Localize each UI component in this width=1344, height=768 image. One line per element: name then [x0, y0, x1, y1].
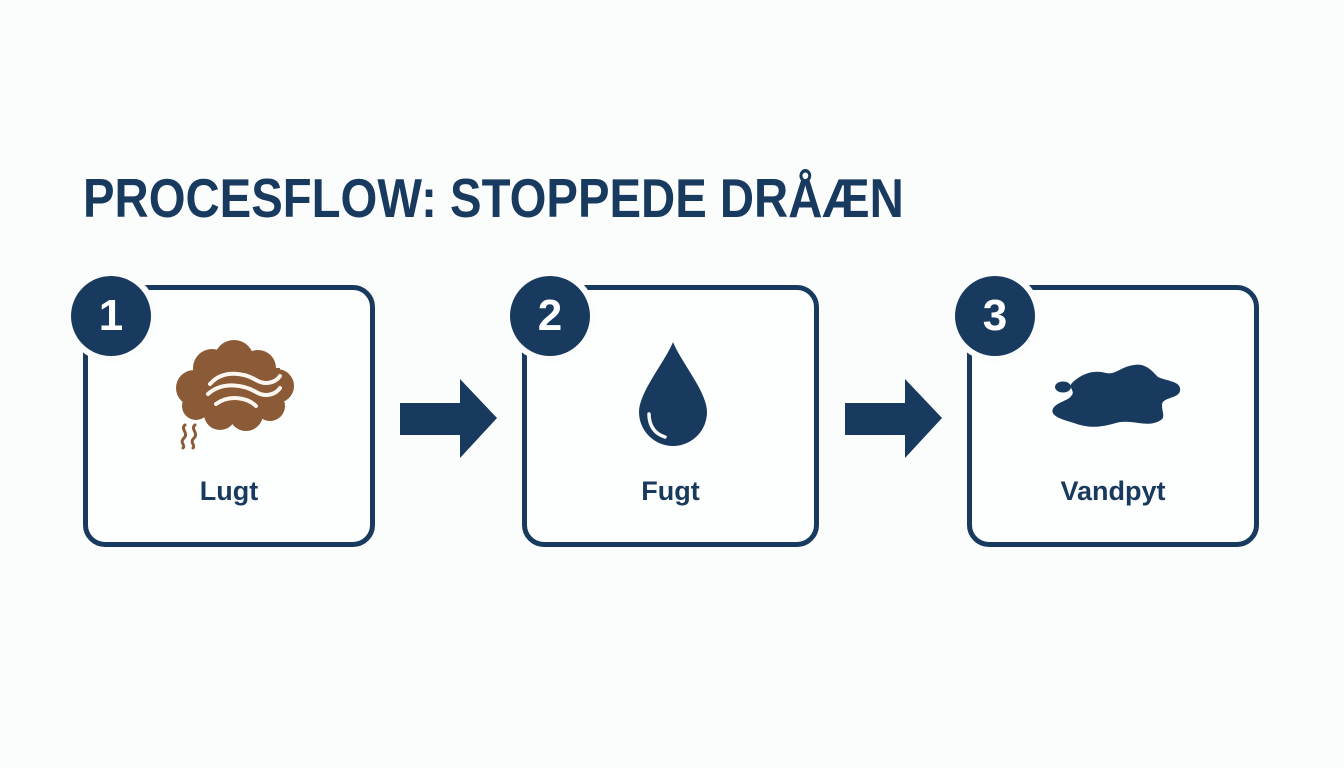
- smell-cloud-icon: [176, 340, 294, 450]
- water-drop-icon: [639, 342, 707, 446]
- step-label: Fugt: [641, 476, 700, 506]
- step-number-badge: 3: [955, 276, 1035, 356]
- step-number-badge: 1: [71, 276, 151, 356]
- step-1-box: 1 Lugt: [71, 276, 375, 547]
- step-label: Vandpyt: [1060, 476, 1166, 506]
- puddle-icon: [1052, 364, 1181, 427]
- step-3-box: 3 Vandpyt: [955, 276, 1259, 547]
- step-number-badge: 2: [510, 276, 590, 356]
- arrow-right-icon: [400, 379, 497, 458]
- arrow-right-icon: [845, 379, 942, 458]
- step-label: Lugt: [199, 476, 259, 506]
- step-2-box: 2 Fugt: [510, 276, 819, 547]
- diagram-title: PROCESFLOW: STOPPEDE DRÅÆN: [83, 167, 904, 229]
